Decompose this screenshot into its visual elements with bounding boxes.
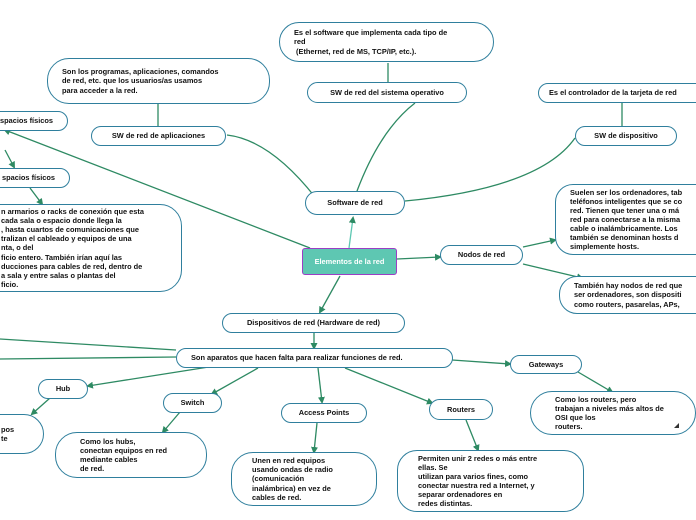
nodos-de-red-desc-1[interactable]: Suelen ser los ordenadores, tab teléfono… (555, 184, 696, 255)
link-hub-desc (30, 397, 51, 416)
software-de-red-node[interactable]: Software de red (305, 191, 405, 215)
gateways-node[interactable]: Gateways (510, 355, 582, 374)
link-software-so (356, 102, 416, 192)
sw-dispositivo-node[interactable]: SW de dispositivo (575, 126, 677, 146)
link-root-software (348, 216, 356, 249)
link-aparatos-hub (86, 365, 216, 389)
hub-node[interactable]: Hub (38, 379, 88, 399)
dispositivos-de-red-node[interactable]: Dispositivos de red (Hardware de red) (222, 313, 405, 333)
sw-sistema-operativo-desc[interactable]: Es el software que implementa cada tipo … (279, 22, 494, 62)
access-points-desc[interactable]: Unen en red equipos usando ondas de radi… (231, 452, 377, 506)
hub-desc[interactable]: pos te (0, 414, 44, 454)
link-aparatos-ap (317, 367, 325, 404)
link-ap-desc (311, 422, 318, 454)
link-aparatos-routers (344, 367, 434, 405)
nodos-de-red-node[interactable]: Nodos de red (440, 245, 523, 265)
resize-handle-icon[interactable] (674, 423, 679, 428)
link-root-dispositivos (319, 275, 341, 314)
link-software-disp (404, 137, 576, 202)
espacios-fisicos-node[interactable]: spacios físicos (0, 111, 68, 131)
access-points-node[interactable]: Access Points (281, 403, 367, 423)
link-aparatos-left-1 (0, 338, 177, 351)
nodos-de-red-desc-2[interactable]: También hay nodos de red que ser ordenad… (559, 276, 696, 314)
link-espacios-desc (29, 187, 44, 206)
sw-dispositivo-desc[interactable]: Es el controlador de la tarjeta de red (538, 83, 696, 103)
sw-aplicaciones-node[interactable]: SW de red de aplicaciones (91, 126, 226, 146)
espacios-fisicos-sub-node[interactable]: spacios físicos (0, 168, 70, 188)
switch-desc[interactable]: Como los hubs, conectan equipos en red m… (55, 432, 207, 478)
aparatos-node[interactable]: Son aparatos que hacen falta para realiz… (176, 348, 453, 368)
link-root-espacios (3, 128, 311, 249)
routers-desc[interactable]: Permiten unir 2 redes o más entre ellas.… (397, 450, 584, 512)
gateways-desc[interactable]: Como los routers, pero trabajan a nivele… (530, 391, 696, 435)
link-nodos-desc1 (522, 237, 557, 248)
link-switch-desc (161, 411, 181, 434)
link-root-nodos (396, 253, 442, 261)
sw-sistema-operativo-node[interactable]: SW de red del sistema operativo (307, 82, 467, 103)
routers-node[interactable]: Routers (429, 399, 493, 420)
link-software-apps (226, 134, 316, 198)
root-node[interactable]: Elementos de la red (302, 248, 397, 275)
link-aparatos-gateways (451, 359, 512, 368)
link-gateways-desc (577, 371, 614, 394)
sw-aplicaciones-desc[interactable]: Son los programas, aplicaciones, comando… (47, 58, 270, 104)
link-aparatos-switch (210, 367, 259, 395)
link-aparatos-left-2 (0, 356, 177, 360)
link-espacios-1-2 (4, 149, 15, 169)
link-nodos-desc2 (522, 263, 584, 281)
link-routers-desc (465, 419, 480, 452)
switch-node[interactable]: Switch (163, 393, 222, 413)
espacios-fisicos-desc[interactable]: n armarios o racks de conexión que esta … (0, 204, 182, 292)
